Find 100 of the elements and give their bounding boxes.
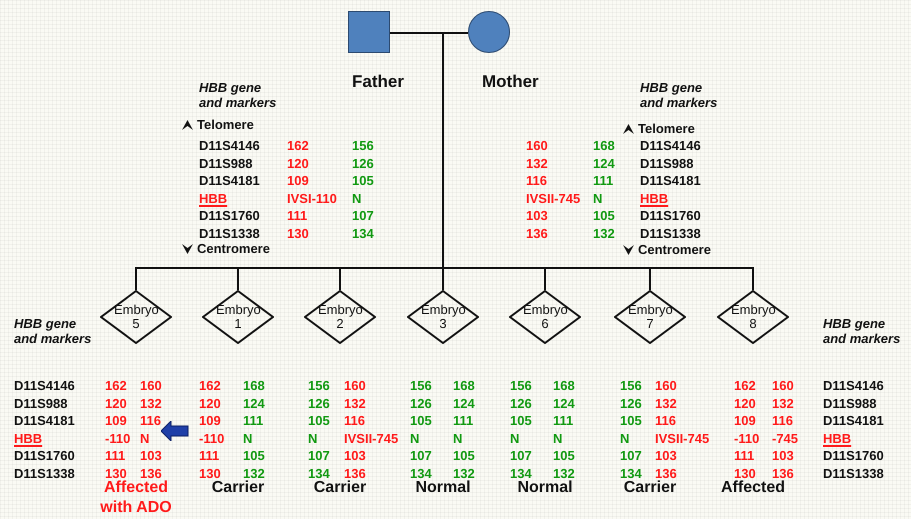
allele-value: N (352, 190, 362, 206)
allele-value: 160 (526, 138, 548, 154)
allele-value: 156 (352, 138, 374, 154)
allele-value: N (410, 430, 420, 446)
allele-value: 136 (772, 466, 794, 480)
marker-label: D11S988 (14, 396, 68, 412)
allele-value: 156 (510, 378, 532, 394)
marker-label: D11S1338 (199, 226, 260, 242)
marker-label: D11S4146 (14, 378, 75, 394)
allele-value: 105 (553, 448, 575, 464)
marker-label: D11S1338 (823, 466, 884, 482)
allele-value: 162 (734, 378, 756, 394)
allele-value: 156 (308, 378, 330, 394)
marker-label: D11S1760 (640, 208, 701, 224)
allele-value: 136 (655, 466, 677, 480)
gene-label: HBB (199, 190, 228, 206)
allele-value: 136 (140, 466, 162, 480)
allele-value: 160 (344, 378, 366, 394)
allele-value: 107 (308, 448, 330, 464)
allele-value: 132 (655, 396, 677, 412)
allele-value: 111 (593, 173, 614, 189)
allele-value: 111 (105, 448, 126, 464)
allele-value: IVSII-745 (655, 430, 710, 446)
marker-label: D11S1760 (199, 208, 260, 224)
outcome-label: Normal (516, 478, 574, 498)
allele-value: 130 (287, 226, 309, 242)
allele-value: 124 (593, 156, 615, 172)
allele-value: 136 (526, 226, 548, 242)
allele-value: 168 (453, 378, 475, 394)
allele-value: 132 (526, 156, 548, 172)
allele-value: 103 (526, 208, 548, 224)
outcome-label: Affected (720, 478, 786, 498)
allele-value: N (553, 430, 562, 446)
embryo-label: Embryo 5 (114, 303, 158, 331)
telomere-label: Telomere (638, 121, 695, 137)
allele-value: 162 (199, 378, 221, 394)
allele-value: N (510, 430, 520, 446)
embryo-label: Embryo 7 (628, 303, 672, 331)
allele-value: 134 (308, 466, 330, 480)
outcome-label: Carrier (622, 478, 678, 498)
allele-value: 134 (510, 466, 532, 480)
allele-value: 105 (243, 448, 265, 464)
telomere-label: Telomere (197, 117, 254, 133)
allele-value: 168 (553, 378, 575, 394)
allele-value: 107 (510, 448, 532, 464)
allele-value: 105 (593, 208, 615, 224)
allele-value: 116 (772, 413, 793, 429)
allele-value: 120 (199, 396, 221, 412)
allele-value: 132 (772, 396, 794, 412)
outcome-label: Normal (414, 478, 472, 498)
allele-value: 160 (772, 378, 794, 394)
marker-label: D11S988 (640, 156, 694, 172)
allele-value: 103 (140, 448, 162, 464)
allele-value: 156 (410, 378, 432, 394)
allele-value: 168 (243, 378, 265, 394)
marker-label: D11S4146 (823, 378, 884, 394)
allele-value: 105 (453, 448, 475, 464)
marker-label: D11S988 (823, 396, 876, 412)
allele-value: 134 (620, 466, 642, 480)
allele-value: 116 (344, 413, 365, 429)
allele-value: 124 (453, 396, 475, 412)
embryo-label: Embryo 6 (523, 303, 567, 331)
marker-label: D11S1338 (640, 226, 701, 242)
marker-label: D11S4181 (640, 173, 701, 189)
allele-value: N (140, 430, 150, 446)
allele-value: 107 (352, 208, 374, 224)
allele-value: 162 (287, 138, 309, 154)
section-heading: HBB gene and markers (199, 80, 278, 110)
allele-value: 103 (655, 448, 677, 464)
allele-value: 120 (734, 396, 756, 412)
marker-label: D11S1338 (14, 466, 75, 482)
marker-label: D11S4181 (199, 173, 260, 189)
section-heading: HBB gene and markers (823, 316, 902, 346)
allele-value: 132 (593, 226, 615, 242)
embryo-label: Embryo 1 (216, 303, 260, 331)
marker-label: D11S4181 (14, 413, 75, 429)
marker-label: D11S4146 (640, 138, 701, 154)
allele-value: 116 (526, 173, 547, 189)
allele-value: 116 (140, 413, 161, 429)
allele-value: -110 (105, 430, 130, 446)
section-heading: HBB gene and markers (14, 316, 92, 346)
allele-value: 134 (352, 226, 374, 242)
allele-value: N (243, 430, 252, 446)
allele-value: N (620, 430, 630, 446)
allele-value: 132 (140, 396, 162, 412)
allele-value: 126 (620, 396, 642, 412)
allele-value: -745 (772, 430, 798, 446)
gene-label: HBB (640, 190, 668, 206)
allele-value: 109 (734, 413, 756, 429)
marker-label: D11S1760 (14, 448, 75, 464)
centromere-label: Centromere (197, 241, 270, 257)
allele-value: 105 (352, 173, 374, 189)
allele-value: 126 (510, 396, 532, 412)
allele-value: 126 (308, 396, 330, 412)
allele-value: 109 (105, 413, 127, 429)
allele-value: N (453, 430, 462, 446)
allele-value: 103 (344, 448, 366, 464)
allele-value: 132 (553, 466, 575, 480)
allele-value: 103 (772, 448, 794, 464)
allele-value: 111 (287, 208, 308, 224)
